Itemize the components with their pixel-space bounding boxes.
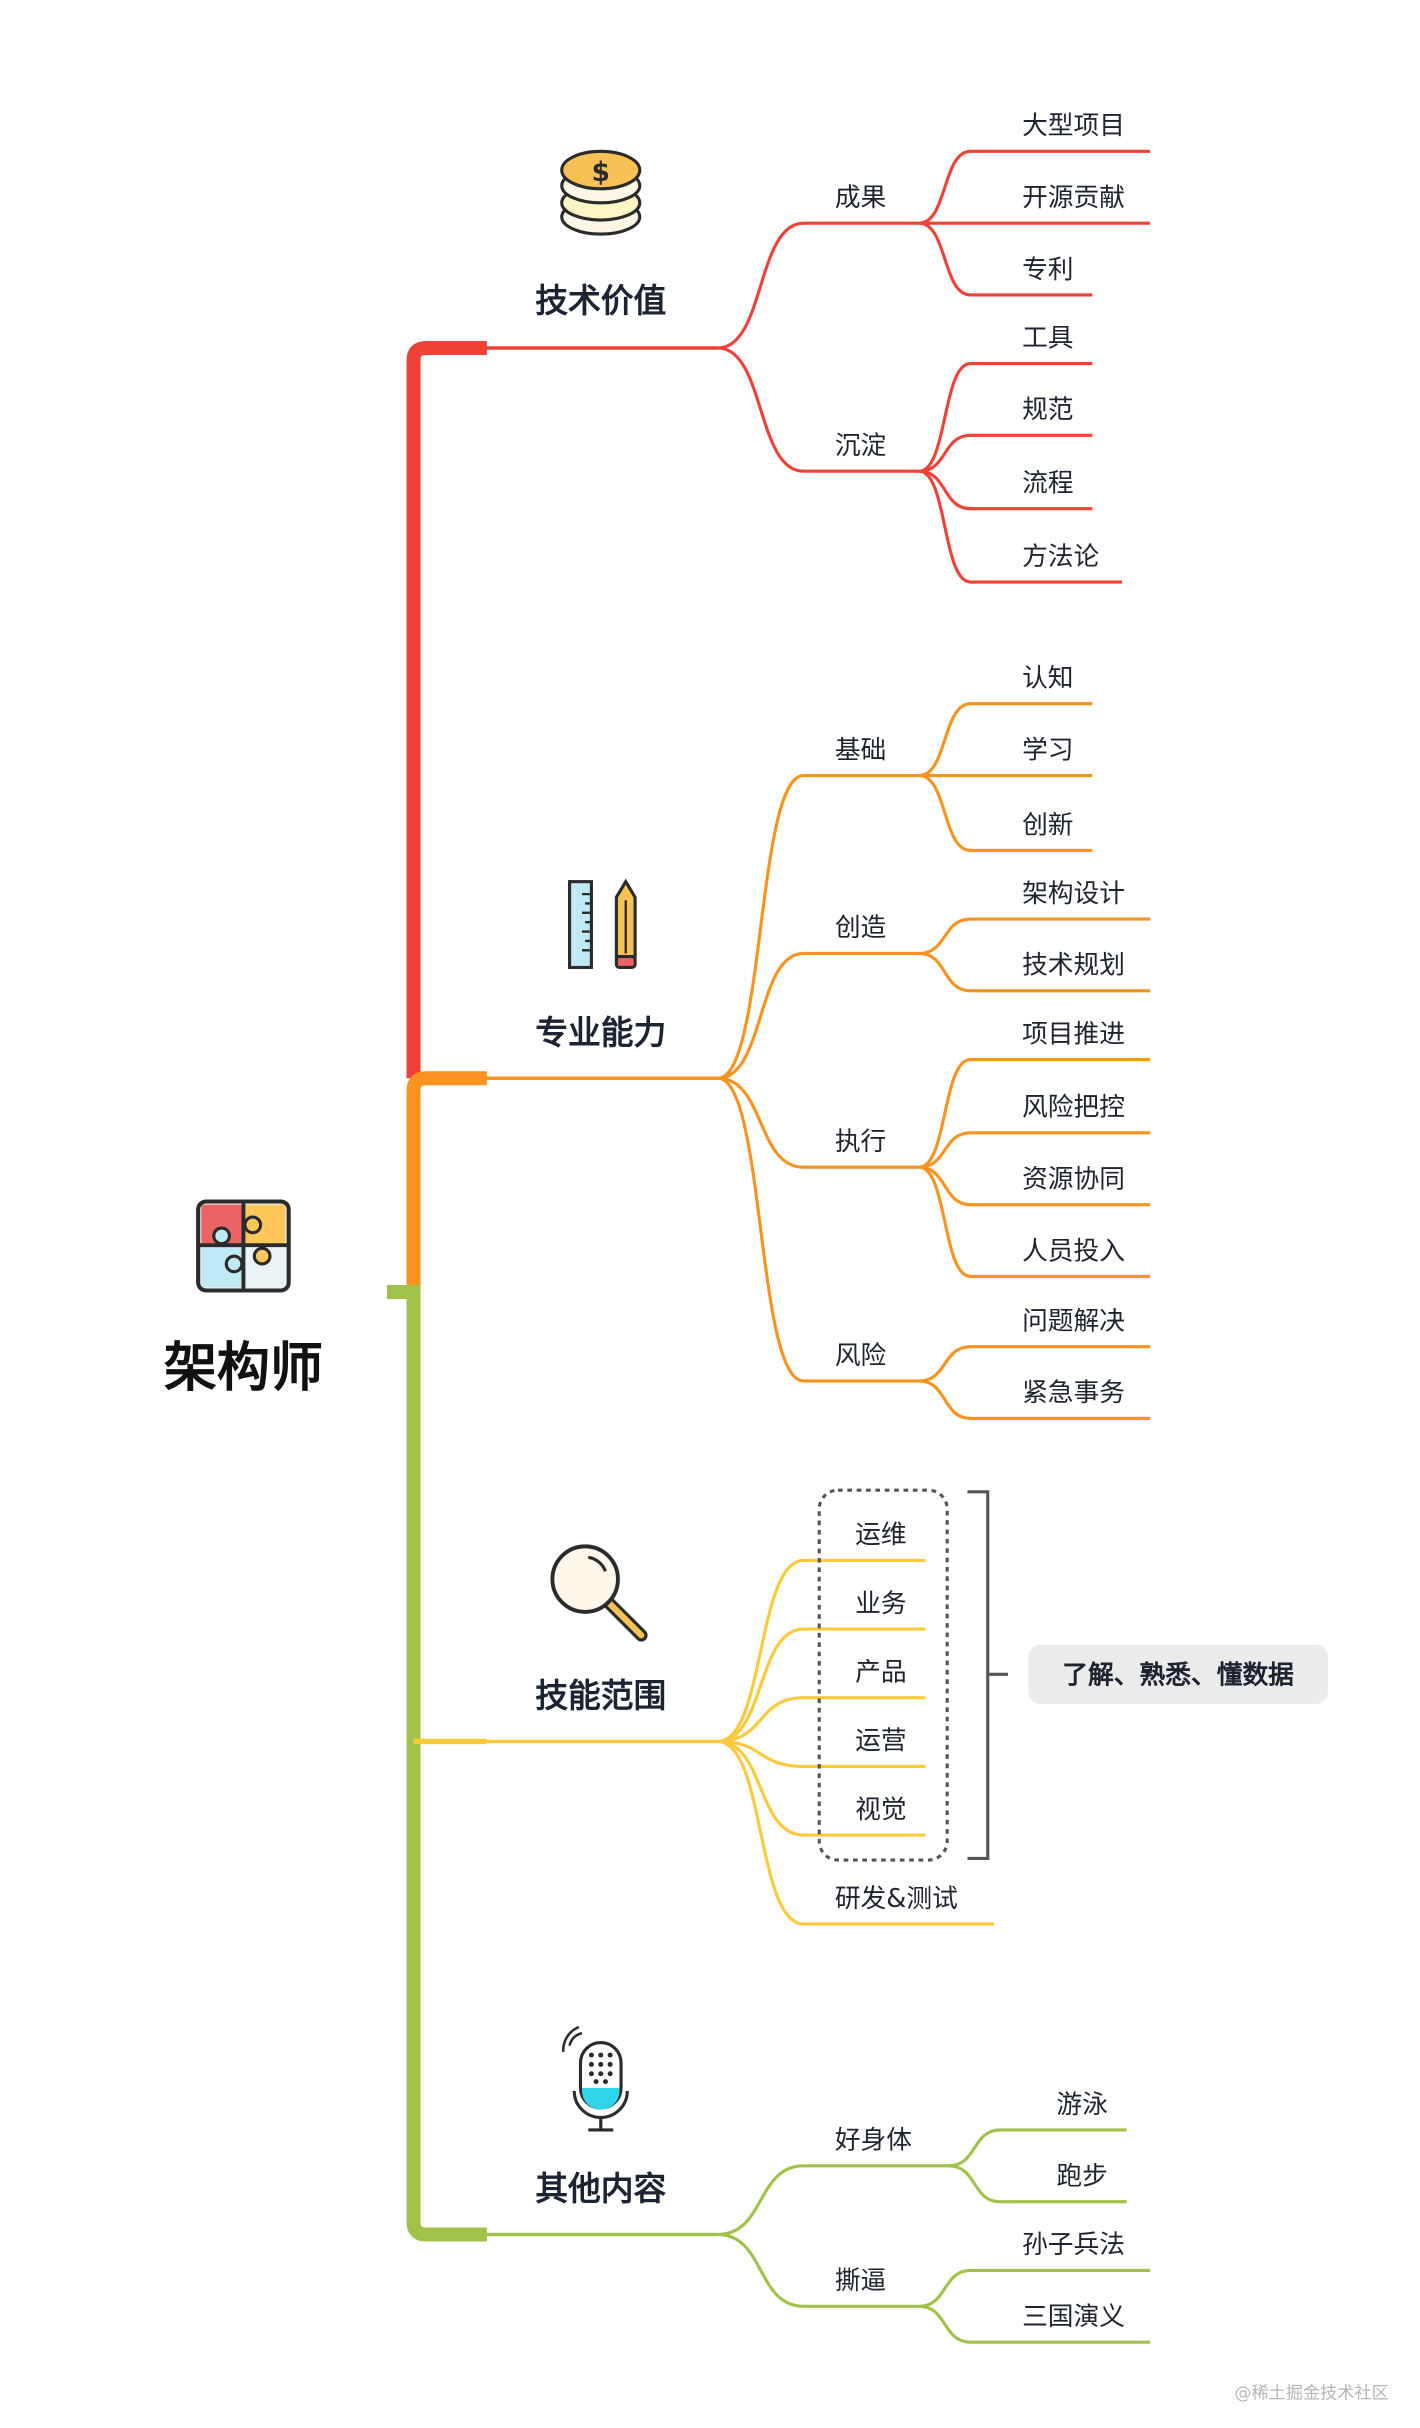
sub-node-label[interactable]: 基础	[835, 735, 886, 765]
puzzle-icon	[196, 1199, 291, 1293]
leaf-line	[918, 433, 1093, 473]
leaf-node-label[interactable]: 学习	[1022, 735, 1073, 765]
leaf-node-label[interactable]: 跑步	[1056, 2162, 1107, 2192]
sub-node-label[interactable]: 运维	[855, 1520, 906, 1550]
sub-node-label[interactable]: 沉淀	[835, 431, 886, 461]
sub-branch-line	[717, 773, 920, 1080]
leaf-node-label[interactable]: 工具	[1022, 323, 1073, 353]
leaf-line	[918, 1165, 1151, 1278]
connector-lines	[386, 149, 1151, 2344]
sub-node-label[interactable]: 运营	[855, 1726, 906, 1756]
sub-branch-line	[717, 1739, 926, 1837]
branch-label[interactable]: 技能范围	[535, 1677, 666, 1715]
leaf-node-label[interactable]: 专利	[1022, 255, 1073, 285]
summary-bracket	[967, 1490, 1009, 1861]
sub-branch-line	[717, 346, 920, 473]
leaf-node-label[interactable]: 问题解决	[1022, 1306, 1125, 1336]
central-title: 架构师	[164, 1337, 323, 1399]
leaf-line	[918, 773, 1093, 852]
sub-branch-line	[717, 1739, 994, 1926]
coin-stack-icon: $	[560, 149, 642, 236]
trunk-segment	[406, 1071, 487, 1293]
leaf-node-label[interactable]: 方法论	[1022, 542, 1099, 572]
leaf-line	[918, 917, 1151, 955]
leaf-node-label[interactable]: 开源贡献	[1022, 183, 1125, 213]
leaf-node-label[interactable]: 大型项目	[1022, 111, 1125, 141]
leaf-node-label[interactable]: 流程	[1022, 469, 1073, 499]
branch-label[interactable]: 其他内容	[535, 2170, 666, 2208]
sub-node-label[interactable]: 研发&测试	[835, 1884, 958, 1914]
sub-node-label[interactable]: 执行	[835, 1127, 886, 1157]
branch-label[interactable]: 专业能力	[535, 1014, 666, 1052]
ruler-pencil-icon	[568, 878, 637, 970]
microphone-icon	[562, 2025, 629, 2132]
leaf-line	[918, 362, 1093, 473]
summary-box	[1028, 1644, 1328, 1704]
sub-branch-line	[717, 221, 920, 350]
leaf-node-label[interactable]: 创新	[1022, 810, 1073, 840]
sub-node-label[interactable]: 风险	[835, 1341, 887, 1371]
leaf-line	[918, 149, 1151, 225]
sub-node-label[interactable]: 视觉	[855, 1795, 906, 1825]
sub-branch-line	[717, 1696, 926, 1743]
sub-node-label[interactable]: 创造	[835, 913, 886, 943]
leaf-node-label[interactable]: 资源协同	[1022, 1164, 1125, 1194]
sub-branch-line	[717, 1076, 920, 1383]
leaf-line	[918, 469, 1122, 584]
sub-node-label[interactable]: 好身体	[835, 2126, 912, 2156]
sub-branch-line	[717, 2164, 949, 2237]
leaf-line	[918, 1131, 1151, 1169]
sub-branch-line	[717, 951, 920, 1080]
leaf-line	[918, 951, 1151, 993]
sub-node-label[interactable]: 产品	[855, 1658, 906, 1688]
leaf-node-label[interactable]: 规范	[1022, 395, 1073, 425]
leaf-line	[918, 702, 1093, 778]
leaf-line	[948, 2128, 1127, 2168]
branch-label[interactable]: 技术价值	[535, 282, 666, 320]
leaf-line	[918, 221, 1093, 297]
leaf-line	[918, 1345, 1151, 1383]
sub-branch-line	[717, 1076, 920, 1169]
leaf-line	[918, 1165, 1151, 1207]
magnifier-icon	[550, 1544, 648, 1642]
leaf-node-label[interactable]: 认知	[1022, 664, 1073, 694]
leaf-line	[918, 2304, 1151, 2344]
leaf-line	[918, 2268, 1151, 2308]
sub-branch-line	[717, 2232, 920, 2308]
leaf-node-label[interactable]: 紧急事务	[1022, 1378, 1125, 1408]
sub-branch-line	[717, 1739, 926, 1768]
sub-node-label[interactable]: 撕逼	[835, 2266, 886, 2296]
leaf-node-label[interactable]: 项目推进	[1022, 1019, 1125, 1049]
leaf-node-label[interactable]: 人员投入	[1022, 1236, 1125, 1266]
leaf-node-label[interactable]: 架构设计	[1022, 879, 1125, 909]
sub-node-label[interactable]: 成果	[835, 183, 886, 213]
leaf-node-label[interactable]: 技术规划	[1022, 951, 1125, 981]
sub-branch-line	[717, 1558, 926, 1743]
leaf-node-label[interactable]: 孙子兵法	[1022, 2230, 1125, 2260]
leaf-node-label[interactable]: 三国演义	[1022, 2302, 1125, 2332]
trunk-segment	[406, 340, 487, 1079]
leaf-line	[948, 2164, 1127, 2204]
leaf-line	[918, 1379, 1151, 1420]
leaf-node-label[interactable]: 风险把控	[1022, 1093, 1125, 1123]
leaf-line	[918, 1057, 1151, 1169]
summary-label[interactable]: 了解、熟悉、懂数据	[1062, 1660, 1294, 1691]
group-boundary	[817, 1488, 949, 1862]
sub-branch-line	[717, 1627, 926, 1743]
sub-node-label[interactable]: 业务	[855, 1589, 906, 1619]
watermark: @稀土掘金技术社区	[1234, 2383, 1388, 2403]
leaf-line	[918, 469, 1093, 511]
leaf-node-label[interactable]: 游泳	[1056, 2090, 1107, 2120]
svg-text:$: $	[592, 157, 610, 188]
trunk-segment	[386, 1284, 487, 2242]
